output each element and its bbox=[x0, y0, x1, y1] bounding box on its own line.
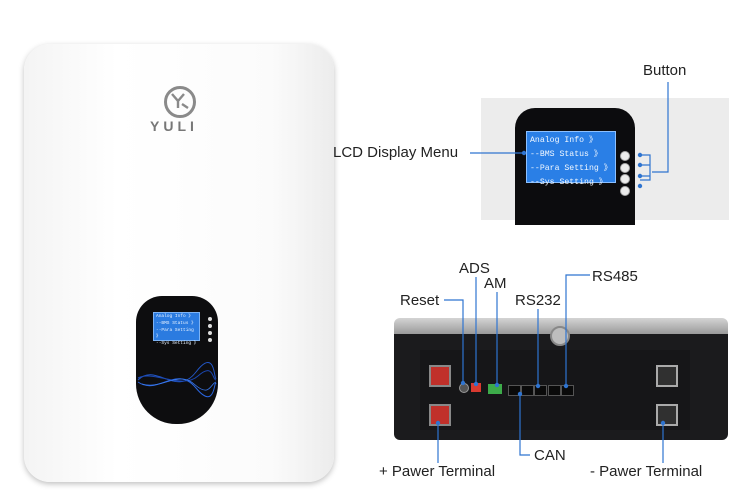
can-port-1 bbox=[508, 385, 521, 396]
lcd-button-4[interactable] bbox=[620, 186, 630, 196]
can-label: CAN bbox=[534, 447, 566, 464]
front-lcd-line: --Para Setting 》 bbox=[156, 328, 194, 339]
reset-leader-line bbox=[444, 299, 464, 383]
button-leader-line bbox=[640, 82, 669, 181]
rs485-leader-line bbox=[565, 274, 590, 386]
negative-terminal-lower bbox=[656, 404, 678, 426]
wave-pattern-icon bbox=[137, 362, 217, 397]
lcd-menu-line: --Sys Setting 》 bbox=[530, 178, 607, 187]
front-button[interactable] bbox=[208, 338, 212, 342]
negative-terminal-label: - Pawer Terminal bbox=[590, 463, 703, 480]
lcd-menu-line: Analog Info 》 bbox=[530, 136, 598, 145]
am-label: AM bbox=[484, 275, 507, 292]
front-lcd-screen: Analog Info 》 --BMS Status 》 --Para Sett… bbox=[153, 312, 200, 346]
yuli-logo-icon bbox=[164, 86, 196, 118]
brand-logo-text: YULI bbox=[150, 118, 198, 134]
ads-label: ADS bbox=[459, 260, 490, 277]
negative-terminal-upper bbox=[656, 365, 678, 387]
front-lcd-line: --BMS Status 》 bbox=[156, 321, 196, 326]
lcd-button-2[interactable] bbox=[620, 163, 630, 173]
reset-label: Reset bbox=[400, 292, 440, 309]
lcd-button-1[interactable] bbox=[620, 151, 630, 161]
can-port-2 bbox=[521, 385, 534, 396]
lcd-display-menu-label: LCD Display Menu bbox=[333, 144, 459, 161]
lcd-button-3[interactable] bbox=[620, 174, 630, 184]
positive-terminal-label: + Pawer Terminal bbox=[379, 463, 496, 480]
front-lcd-line: Analog Info 》 bbox=[156, 314, 193, 319]
can-leader-line bbox=[519, 394, 530, 456]
rs485-label: RS485 bbox=[592, 268, 638, 285]
rs485-port-1 bbox=[548, 385, 561, 396]
button-label: Button bbox=[643, 62, 687, 79]
rs232-port bbox=[534, 385, 547, 396]
front-button[interactable] bbox=[208, 331, 212, 335]
lcd-menu-line: --Para Setting 》 bbox=[530, 164, 612, 173]
positive-terminal-lower bbox=[429, 404, 451, 426]
lcd-screen: Analog Info 》 --BMS Status 》 --Para Sett… bbox=[526, 131, 616, 187]
ads-switch[interactable] bbox=[471, 383, 481, 392]
am-connector bbox=[488, 384, 502, 394]
positive-terminal-upper bbox=[429, 365, 451, 387]
breaker-knob[interactable] bbox=[550, 326, 570, 346]
front-lcd-line: --Sys Setting 》 bbox=[156, 341, 199, 346]
front-button[interactable] bbox=[208, 324, 212, 328]
rs232-label: RS232 bbox=[515, 292, 561, 309]
front-button[interactable] bbox=[208, 317, 212, 321]
yuli-logo-mark bbox=[171, 93, 189, 109]
lcd-menu-line: --BMS Status 》 bbox=[530, 150, 603, 159]
